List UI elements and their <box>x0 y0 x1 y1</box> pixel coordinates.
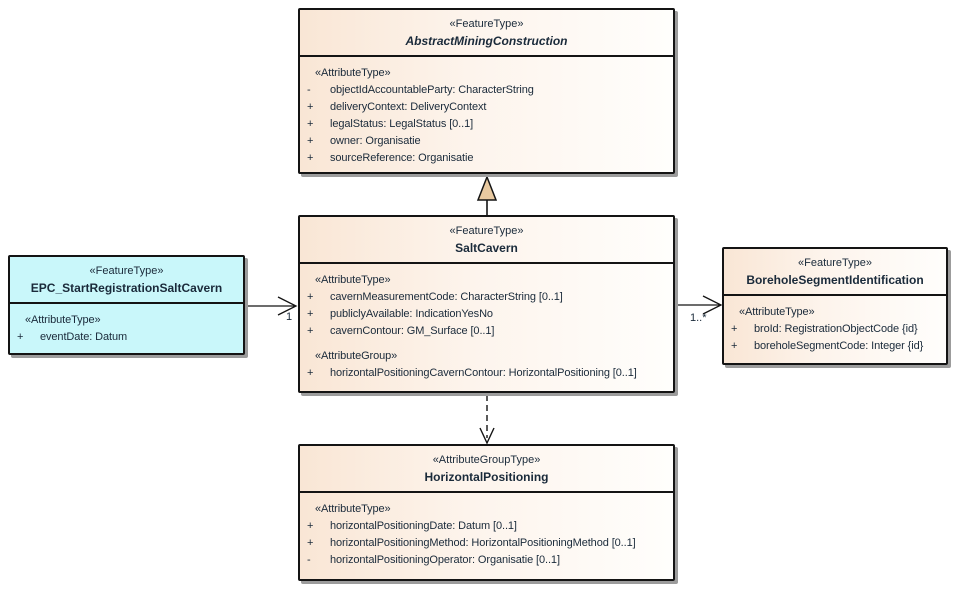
attribute-text: publiclyAvailable: IndicationYesNo <box>330 308 493 320</box>
section-stereotype: «AttributeGroup» <box>315 350 398 362</box>
class-box-epc-start-registration-salt-cavern[interactable]: «FeatureType» EPC_StartRegistrationSaltC… <box>8 255 245 355</box>
class-stereotype: «FeatureType» <box>449 18 524 30</box>
generalization-triangle-icon <box>476 174 498 201</box>
class-header: «FeatureType» SaltCavern <box>300 217 673 264</box>
attribute-text: objectIdAccountableParty: CharacterStrin… <box>330 84 534 96</box>
class-name: HorizontalPositioning <box>424 470 549 484</box>
attribute-text: owner: Organisatie <box>330 135 421 147</box>
class-box-borehole-segment-identification[interactable]: «FeatureType» BoreholeSegmentIdentificat… <box>722 247 948 365</box>
attribute-text: sourceReference: Organisatie <box>330 152 474 164</box>
multiplicity-label: 1..* <box>690 312 707 324</box>
class-attribute-compartment: «AttributeType» + eventDate: Datum <box>10 304 243 350</box>
attribute-row: + horizontalPositioningCavernContour: Ho… <box>306 365 670 382</box>
attribute-text: broId: RegistrationObjectCode {id} <box>754 323 918 335</box>
attribute-text: horizontalPositioningOperator: Organisat… <box>330 554 560 566</box>
section-stereotype: «AttributeType» <box>315 67 391 79</box>
attribute-row: + horizontalPositioningMethod: Horizonta… <box>306 535 670 552</box>
visibility-marker: + <box>17 331 24 343</box>
attribute-text: cavernMeasurementCode: CharacterString [… <box>330 291 563 303</box>
visibility-marker: + <box>307 101 314 113</box>
visibility-marker: + <box>307 537 314 549</box>
class-stereotype: «FeatureType» <box>798 257 872 269</box>
attribute-row: + publiclyAvailable: IndicationYesNo <box>306 306 670 323</box>
attribute-row: + horizontalPositioningDate: Datum [0..1… <box>306 518 670 535</box>
attribute-row: + sourceReference: Organisatie <box>306 150 670 167</box>
class-header: «FeatureType» EPC_StartRegistrationSaltC… <box>10 257 243 304</box>
attribute-row: - horizontalPositioningOperator: Organis… <box>306 552 670 569</box>
attribute-text: legalStatus: LegalStatus [0..1] <box>330 118 474 130</box>
class-stereotype: «AttributeGroupType» <box>432 454 541 466</box>
visibility-marker: + <box>307 118 314 130</box>
visibility-marker: + <box>307 308 314 320</box>
visibility-marker: - <box>307 84 311 96</box>
open-arrowhead-icon <box>479 427 495 445</box>
visibility-marker: + <box>731 323 738 335</box>
class-attribute-compartment: «AttributeType» + broId: RegistrationObj… <box>724 296 946 359</box>
attribute-row: + owner: Organisatie <box>306 133 670 150</box>
attribute-row: + broId: RegistrationObjectCode {id} <box>730 321 943 338</box>
attribute-text: eventDate: Datum <box>40 331 128 343</box>
class-stereotype: «FeatureType» <box>449 225 524 237</box>
class-box-abstract-mining-construction[interactable]: «FeatureType» AbstractMiningConstruction… <box>298 8 675 174</box>
attribute-row: - objectIdAccountableParty: CharacterStr… <box>306 82 670 99</box>
attribute-row: + eventDate: Datum <box>16 329 240 346</box>
class-box-salt-cavern[interactable]: «FeatureType» SaltCavern «AttributeType»… <box>298 215 675 393</box>
attribute-row: + deliveryContext: DeliveryContext <box>306 99 670 116</box>
section-stereotype: «AttributeType» <box>315 503 391 515</box>
class-header: «FeatureType» AbstractMiningConstruction <box>300 10 673 57</box>
visibility-marker: + <box>307 152 314 164</box>
section-stereotype: «AttributeType» <box>315 274 391 286</box>
attribute-text: deliveryContext: DeliveryContext <box>330 101 487 113</box>
dependency-connector-saltcavern-to-horizontalpositioning[interactable] <box>479 395 495 445</box>
visibility-marker: + <box>307 291 314 303</box>
attribute-row: + cavernContour: GM_Surface [0..1] <box>306 323 670 340</box>
attribute-text: horizontalPositioningCavernContour: Hori… <box>330 367 637 379</box>
class-box-horizontal-positioning[interactable]: «AttributeGroupType» HorizontalPositioni… <box>298 444 675 581</box>
class-name: AbstractMiningConstruction <box>405 34 568 48</box>
visibility-marker: + <box>307 520 314 532</box>
visibility-marker: + <box>307 135 314 147</box>
attribute-row: + legalStatus: LegalStatus [0..1] <box>306 116 670 133</box>
section-gap <box>306 340 670 348</box>
visibility-marker: - <box>307 554 311 566</box>
visibility-marker: + <box>731 340 738 352</box>
attribute-text: horizontalPositioningMethod: HorizontalP… <box>330 537 636 549</box>
attribute-row: + cavernMeasurementCode: CharacterString… <box>306 289 670 306</box>
attribute-text: cavernContour: GM_Surface [0..1] <box>330 325 495 337</box>
class-header: «FeatureType» BoreholeSegmentIdentificat… <box>724 249 946 296</box>
class-stereotype: «FeatureType» <box>89 265 164 277</box>
class-name: BoreholeSegmentIdentification <box>746 273 924 287</box>
multiplicity-label: 1 <box>286 311 293 323</box>
generalization-connector[interactable] <box>476 174 498 216</box>
attribute-text: boreholeSegmentCode: Integer {id} <box>754 340 924 352</box>
class-attribute-compartment: «AttributeType» + cavernMeasurementCode:… <box>300 264 673 386</box>
attribute-text: horizontalPositioningDate: Datum [0..1] <box>330 520 517 532</box>
class-attribute-compartment: «AttributeType» + horizontalPositioningD… <box>300 493 673 573</box>
class-name: EPC_StartRegistrationSaltCavern <box>30 281 223 295</box>
section-stereotype: «AttributeType» <box>25 314 101 326</box>
class-name: SaltCavern <box>455 241 518 255</box>
attribute-row: + boreholeSegmentCode: Integer {id} <box>730 338 943 355</box>
class-attribute-compartment: «AttributeType» - objectIdAccountablePar… <box>300 57 673 171</box>
class-header: «AttributeGroupType» HorizontalPositioni… <box>300 446 673 493</box>
visibility-marker: + <box>307 367 314 379</box>
section-stereotype: «AttributeType» <box>739 306 815 318</box>
visibility-marker: + <box>307 325 314 337</box>
